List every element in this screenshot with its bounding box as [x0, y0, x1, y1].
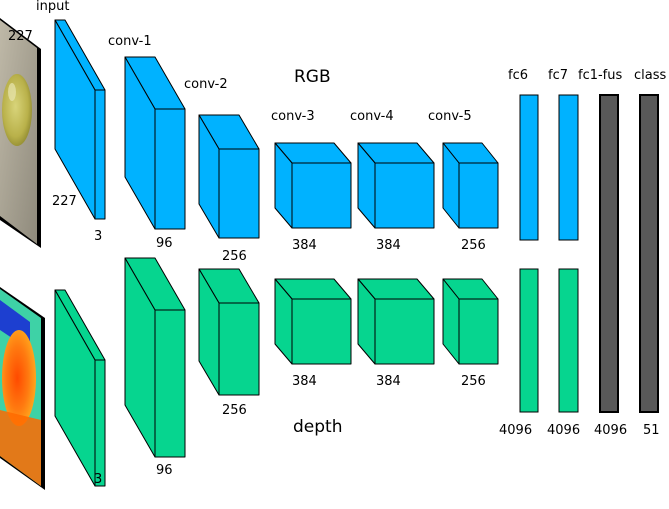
input-label: input — [36, 0, 69, 14]
rgb-stream-label: RGB — [294, 67, 331, 87]
fc6-dim: 4096 — [499, 423, 532, 438]
rgb-conv1-dim: 96 — [156, 236, 173, 251]
rgb-conv1-block-front — [154, 108, 186, 230]
rgb-conv1-block — [124, 56, 186, 230]
depth-conv2-block — [198, 268, 260, 396]
rgb-conv4-dim: 384 — [376, 238, 401, 253]
rgb-conv5-block — [442, 142, 499, 229]
conv3-label: conv-3 — [271, 109, 315, 124]
rgb-input-block-front — [94, 89, 106, 220]
depth-conv5-block — [442, 278, 499, 365]
conv1-label: conv-1 — [108, 34, 152, 49]
depth-conv2-dim: 256 — [222, 403, 247, 418]
fc1-fus-dim: 4096 — [594, 423, 627, 438]
rgb-input-block — [54, 19, 106, 220]
conv4-label: conv-4 — [350, 109, 394, 124]
class-bar — [639, 94, 659, 413]
depth-conv1-block — [124, 257, 186, 458]
rgb-input-image — [0, 18, 41, 248]
depth-input-image — [0, 287, 45, 490]
fc6-label: fc6 — [508, 68, 528, 83]
depth-conv4-block — [357, 278, 435, 365]
rgb-conv4-block — [357, 142, 435, 229]
depth-conv3-block-front — [291, 298, 352, 365]
fc7-dim: 4096 — [547, 423, 580, 438]
rgb-conv5-dim: 256 — [461, 238, 486, 253]
input-width-label: 227 — [52, 194, 77, 209]
depth-conv3-dim: 384 — [292, 374, 317, 389]
depth-input-channels: 3 — [94, 472, 102, 487]
depth-input-block — [54, 289, 106, 487]
rgb-conv4-block-front — [374, 162, 435, 229]
depth-conv5-dim: 256 — [461, 374, 486, 389]
fc7-label: fc7 — [548, 68, 568, 83]
rgb-conv3-block — [274, 142, 352, 229]
rgb-stream-blocks — [54, 19, 579, 241]
depth-fc7-bar — [558, 268, 579, 413]
depth-conv3-block — [274, 278, 352, 365]
depth-conv1-block-front — [154, 309, 186, 458]
depth-conv4-block-front — [374, 298, 435, 365]
depth-fc6-bar — [519, 268, 539, 413]
depth-conv2-block-front — [218, 302, 260, 396]
depth-input-block-front — [94, 359, 106, 487]
conv5-label: conv-5 — [428, 109, 472, 124]
fc1-fus-label: fc1-fus — [578, 68, 623, 83]
rgb-fc6-bar — [519, 94, 539, 241]
rgb-conv2-dim: 256 — [222, 249, 247, 264]
depth-stream-label: depth — [293, 417, 342, 437]
rgb-conv2-block-front — [218, 148, 260, 239]
fc1-fus-bar — [599, 94, 619, 413]
class-label: class — [634, 68, 666, 83]
class-dim: 51 — [643, 423, 660, 438]
depth-conv5-block-front — [458, 298, 499, 365]
rgb-conv3-dim: 384 — [292, 238, 317, 253]
rgb-input-channels: 3 — [94, 229, 102, 244]
conv2-label: conv-2 — [184, 77, 228, 92]
depth-stream-blocks — [54, 94, 659, 487]
depth-conv1-dim: 96 — [156, 463, 173, 478]
rgb-conv2-block — [198, 114, 260, 239]
rgb-conv3-block-front — [291, 162, 352, 229]
rgb-conv5-block-front — [458, 162, 499, 229]
input-height-label: 227 — [8, 29, 33, 44]
depth-conv4-dim: 384 — [376, 374, 401, 389]
rgb-fc7-bar — [558, 94, 579, 241]
